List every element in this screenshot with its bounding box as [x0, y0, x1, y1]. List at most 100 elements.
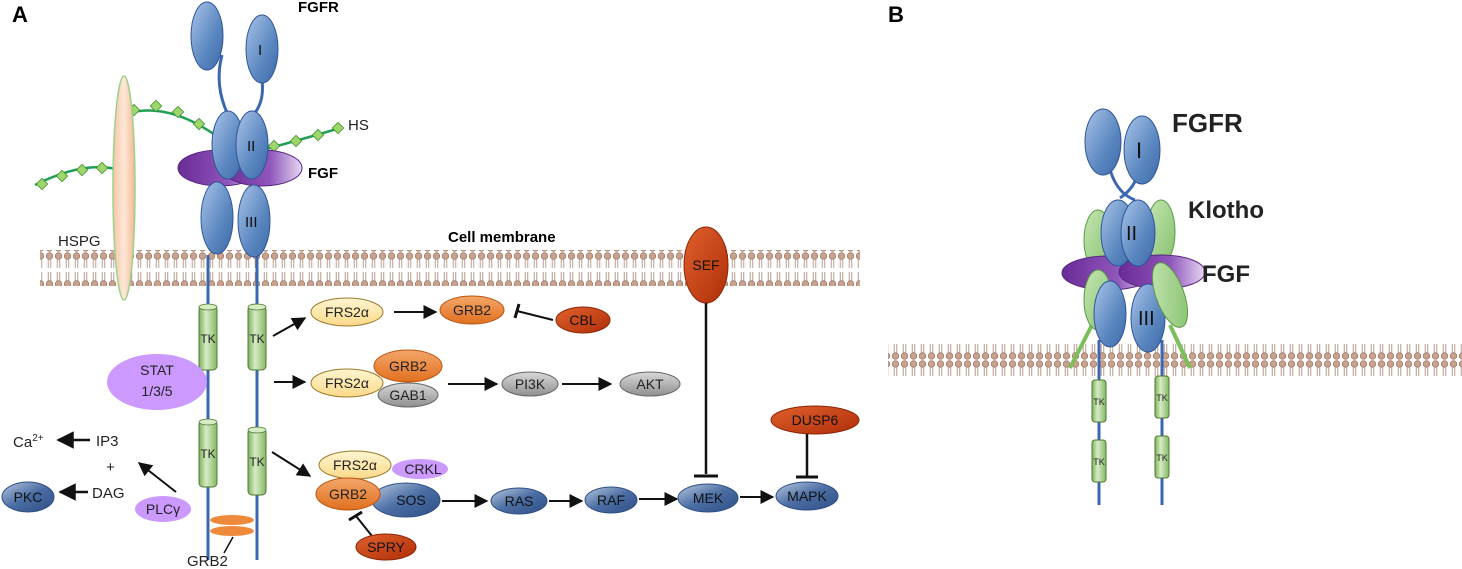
tk-to-frs2a-arrow-1: [272, 317, 307, 337]
frs2a-label: FRS2α: [325, 304, 369, 320]
plc-to-ip3-arrow: [137, 462, 177, 493]
hs-disaccharides-middle: [127, 99, 206, 131]
fgfr-b-d3-right: [1130, 283, 1166, 353]
fgfr-b-d1-left: [1084, 108, 1122, 176]
fgfr-b-d2-right: [1120, 199, 1156, 267]
domain-ii-label: II: [247, 138, 255, 155]
sos-label: SOS: [396, 492, 426, 508]
tk-domain-upper-left: TK: [198, 303, 218, 371]
domain-iii-label: III: [245, 214, 258, 231]
frs2a-label: FRS2α: [325, 375, 369, 391]
stat-node: [107, 354, 207, 410]
tk-label: TK: [200, 332, 215, 346]
b-tk-lower-right: TK: [1154, 435, 1170, 479]
plc-gamma-node: [135, 496, 191, 522]
pi3k-label: PI3K: [515, 376, 546, 392]
hs-label: HS: [348, 117, 369, 134]
dusp6-label: DUSP6: [792, 412, 839, 428]
frs2a-label: FRS2α: [333, 457, 377, 473]
tk-domain-lower-right: TK: [247, 426, 267, 496]
spry-inhibition-line: [355, 515, 373, 537]
cbl-inhibition-line: [516, 310, 554, 321]
b-domain-ii-label: II: [1126, 223, 1137, 245]
b-tk-upper-left: TK: [1091, 379, 1107, 423]
b-domain-i-label: I: [1136, 138, 1142, 163]
grb2-dock-top: [210, 515, 254, 525]
panel-a-label: A: [12, 2, 28, 27]
fgfr-b-d1-right: [1123, 115, 1161, 185]
calcium-label: Ca2+: [13, 433, 44, 451]
sef-label: SEF: [692, 257, 719, 273]
grb2-node-3: [315, 477, 381, 511]
fgfr-b-d3-left: [1093, 280, 1127, 348]
crkl-node: [392, 459, 448, 479]
b-fgfr-label: FGFR: [1172, 108, 1243, 138]
membrane-label: Cell membrane: [448, 229, 556, 246]
tk-label: TK: [249, 455, 264, 469]
gab1-label: GAB1: [389, 387, 427, 403]
grb2-node-2: [373, 349, 443, 383]
hs-disaccharides-left: [35, 161, 109, 191]
frs2a-node-1: [310, 297, 384, 327]
stat-label-line1: STAT: [140, 362, 174, 378]
ip3-label: IP3: [96, 433, 119, 450]
b-fgf-label: FGF: [1202, 261, 1250, 288]
grb2-dock-pointer: [223, 536, 234, 554]
b-domain-iii-label: III: [1138, 308, 1155, 330]
hspg-label: HSPG: [58, 233, 101, 250]
stat-label-line2: 1/3/5: [141, 383, 172, 399]
fgfr-d3-left: [200, 181, 234, 255]
klotho-right-anchor: [1168, 324, 1192, 369]
grb2-label: GRB2: [329, 486, 367, 502]
grb2-label: GRB2: [453, 302, 491, 318]
pi3k-node: [501, 371, 559, 397]
dusp6-node: [770, 405, 860, 435]
pkc-node: [1, 481, 55, 513]
domain-i-label: I: [258, 42, 262, 59]
fgf-label: FGF: [308, 165, 338, 182]
fgfr-d2-right: [235, 110, 269, 180]
raf-label: RAF: [597, 492, 625, 508]
tk-domain-upper-right: TK: [247, 303, 267, 371]
akt-node: [619, 371, 681, 397]
spry-inhibition-bar: [348, 510, 363, 522]
cbl-inhibition-bar: [513, 303, 521, 319]
grb2-bottom-label: GRB2: [187, 553, 228, 569]
b-tk-label: TK: [1156, 453, 1168, 463]
fgfr-d3-right: [237, 184, 271, 258]
cbl-label: CBL: [569, 312, 596, 328]
b-tk-label: TK: [1156, 393, 1168, 403]
b-tk-lower-left: TK: [1091, 439, 1107, 483]
mapk-node: [775, 481, 839, 511]
mapk-label: MAPK: [787, 488, 827, 504]
gab1-node: [377, 382, 439, 408]
cell-membrane-b: [888, 344, 1462, 376]
plus-label: +: [106, 459, 115, 476]
mek-label: MEK: [693, 490, 724, 506]
fgfr-label: FGFR: [298, 0, 339, 16]
b-tk-label: TK: [1093, 457, 1105, 467]
dag-label: DAG: [92, 485, 125, 502]
hspg-core: [112, 75, 136, 301]
frs2a-node-2: [310, 368, 384, 398]
tk-label: TK: [249, 332, 264, 346]
b-tk-upper-right: TK: [1154, 375, 1170, 419]
tk-domain-lower-left: TK: [198, 418, 218, 488]
grb2-dock-bottom: [210, 526, 254, 536]
panel-b-label: B: [888, 2, 904, 27]
b-tk-label: TK: [1093, 397, 1105, 407]
pkc-label: PKC: [14, 489, 43, 505]
cbl-node: [555, 306, 611, 334]
plc-gamma-label: PLCγ: [146, 501, 180, 517]
tk-to-frs2a-arrow-3: [271, 451, 312, 477]
ras-label: RAS: [505, 493, 534, 509]
crkl-label: CRKL: [404, 461, 442, 477]
grb2-node-1: [439, 295, 505, 325]
b-klotho-label: Klotho: [1188, 197, 1264, 224]
fgfr-d1-right: [245, 14, 279, 84]
klotho-left-anchor: [1068, 324, 1094, 369]
raf-node: [584, 486, 638, 514]
spry-node: [355, 533, 417, 561]
fgfr-linker-left: [217, 54, 230, 116]
